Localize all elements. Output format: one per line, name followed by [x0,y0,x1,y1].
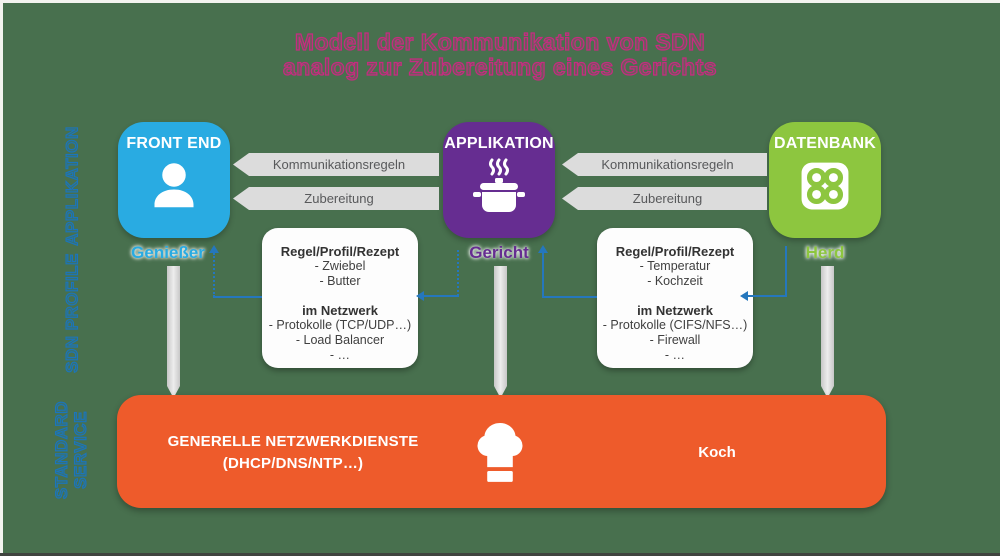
flow-arrow-zubereitung-left: Zubereitung [233,187,439,210]
arrow-up-icon [538,245,548,253]
profile-item: - Zwiebel [314,259,366,273]
node-datenbank: DATENBANK [769,122,881,238]
profile-box-subtitle: im Netzwerk [302,303,378,318]
connector-line [213,296,262,298]
service-bar-title-line-2: (DHCP/DNS/NTP…) [222,455,364,472]
caption-gericht: Gericht [469,243,529,262]
connector-line [542,253,544,297]
side-label-standard-service: STANDARD SERVICE [51,400,90,500]
side-label-sdn-profile: SDN PROFILE [62,253,82,374]
profile-item: - Temperatur [639,259,711,273]
arrow-up-icon [209,245,219,253]
profile-box-title: Regel/Profil/Rezept [615,244,735,259]
service-bar-title-line-1: GENERELLE NETZWERKDIENSTE [167,433,419,450]
side-label-applikation: APPLIKATION [62,126,82,247]
connector-line [213,253,215,297]
diagram-title: Modell der Kommunikation von SDN analog … [0,29,1000,80]
cook-label: Koch [698,444,736,461]
connector-line [748,295,786,297]
side-label-service: SERVICE [70,411,90,490]
flow-arrow-zubereitung-right: Zubereitung [562,187,767,210]
connector-line [424,295,459,297]
arrow-left-icon [416,291,424,301]
flow-arrow-kommunikationsregeln-right: Kommunikationsregeln [562,153,767,176]
node-applikation-title: APPLIKATION [444,135,554,152]
arrow-left-icon [740,291,748,301]
drop-arrow-applikation [494,266,507,398]
stove-icon [769,156,881,221]
service-bar-title: GENERELLE NETZWERKDIENSTE (DHCP/DNS/NTP…… [143,431,443,475]
profile-network-item: - … [664,348,686,362]
spacer [597,289,753,303]
profile-network-item: - Load Balancer [295,333,385,347]
profile-network-item: - Protokolle (CIFS/NFS…) [602,318,748,332]
flow-arrow-kommunikationsregeln-left: Kommunikationsregeln [233,153,439,176]
caption-herd: Herd [805,243,845,262]
frame-edge-top [0,0,1000,3]
profile-network-item: - … [329,348,351,362]
node-applikation: APPLIKATION [443,122,555,238]
profile-item: - Kochzeit [647,274,703,288]
title-line-2: analog zur Zubereitung eines Gerichts [282,54,717,80]
service-bar: GENERELLE NETZWERKDIENSTE (DHCP/DNS/NTP…… [117,395,886,508]
connector-line [542,296,597,298]
title-line-1: Modell der Kommunikation von SDN [294,29,706,55]
node-datenbank-title: DATENBANK [774,135,876,152]
drop-arrow-front-end [167,266,180,398]
node-front-end: FRONT END [118,122,230,238]
profile-network-item: - Protokolle (TCP/UDP…) [268,318,412,332]
profile-box-datenbank: Regel/Profil/Rezept - Temperatur - Kochz… [597,228,753,368]
frame-edge-bottom [0,553,1000,556]
connector-line [457,250,459,296]
profile-network-item: - Firewall [649,333,701,347]
profile-box-subtitle: im Netzwerk [637,303,713,318]
profile-box-title: Regel/Profil/Rezept [280,244,400,259]
spacer [262,289,418,303]
drop-arrow-datenbank [821,266,834,398]
person-icon [118,156,230,221]
frame-edge-left [0,0,3,556]
profile-item: - Butter [319,274,361,288]
side-label-standard: STANDARD [51,400,71,500]
chef-hat-icon [469,419,531,494]
cooking-pot-icon [443,156,555,223]
connector-line [785,246,787,297]
node-front-end-title: FRONT END [126,135,222,152]
caption-geniesser: Genießer [131,243,205,262]
profile-box-front-end: Regel/Profil/Rezept - Zwiebel - Butter i… [262,228,418,368]
